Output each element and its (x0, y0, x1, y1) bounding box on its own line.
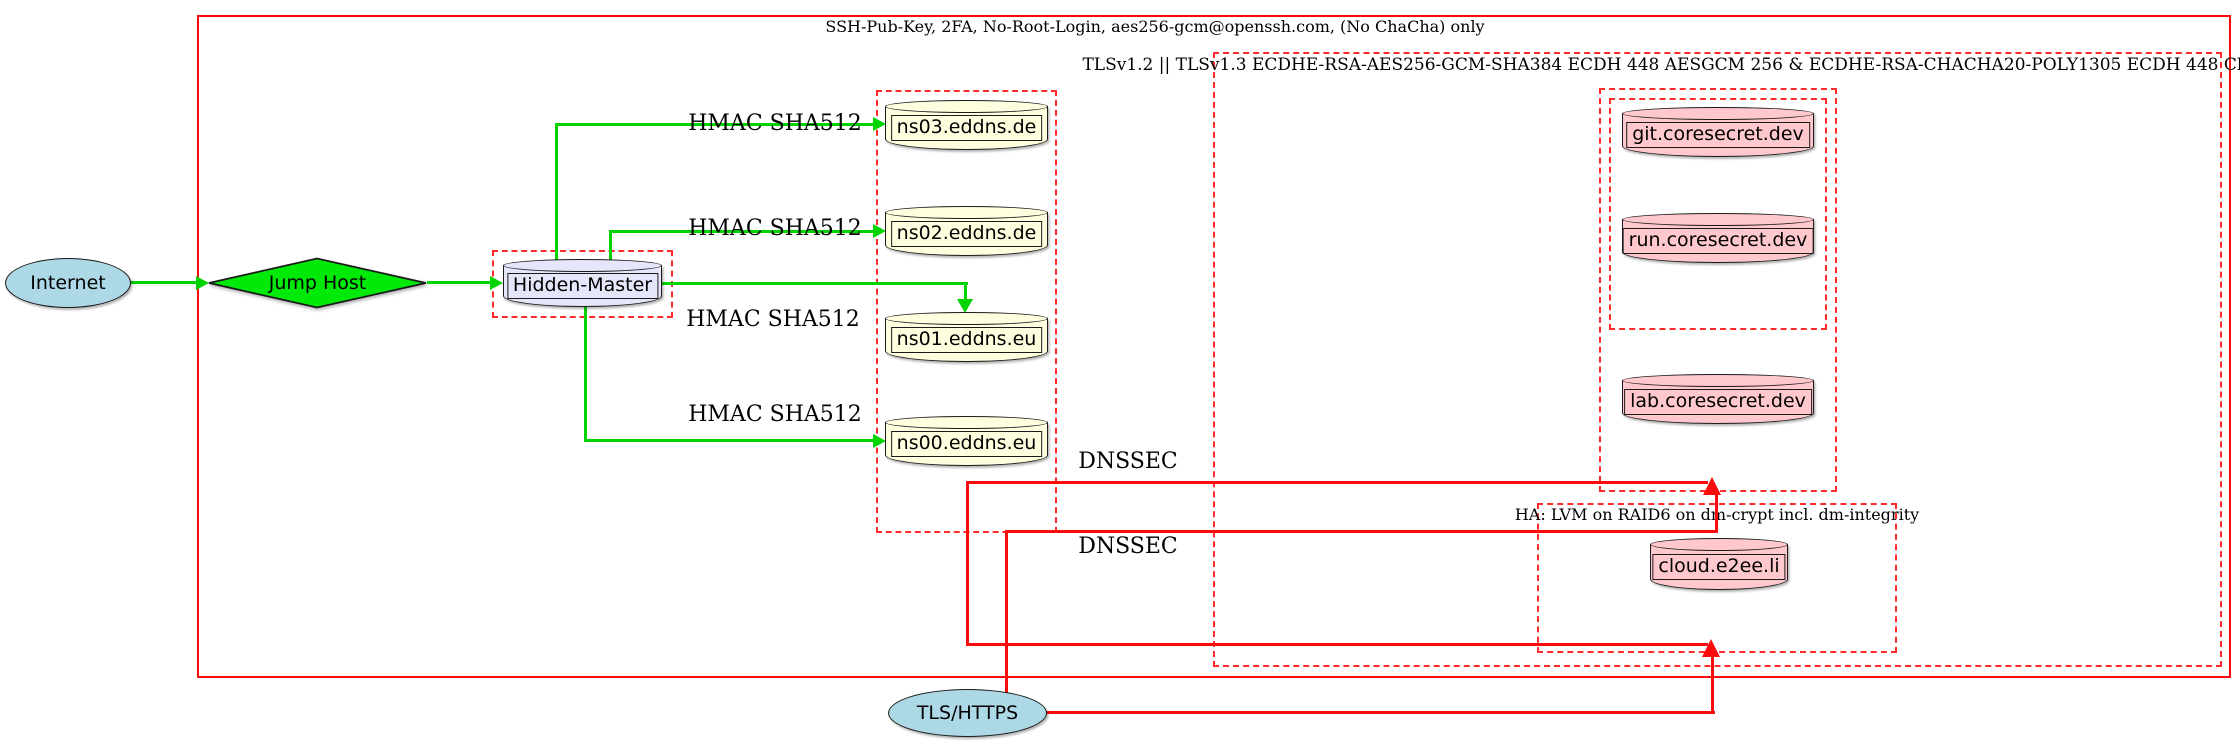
node-ns01: ns01.eddns.eu (885, 312, 1048, 362)
node-hidden-master: Hidden-Master (503, 259, 662, 307)
node-ns03-label: ns03.eddns.de (890, 115, 1043, 141)
edge-jumphost-hiddenmaster (427, 281, 490, 284)
cylinder-top (1622, 213, 1814, 226)
node-cloud-label: cloud.e2ee.li (1652, 554, 1786, 581)
edge-hm-ns01-h (661, 282, 968, 285)
node-git: git.coresecret.dev (1622, 107, 1814, 157)
edge-label-hmac-ns02: HMAC SHA512 (688, 216, 862, 241)
edge-label-dnssec-2: DNSSEC (1078, 534, 1178, 559)
arrowhead-jumphost (196, 276, 209, 290)
edge-dnssec1-h (966, 481, 1708, 484)
tls-cluster-box (1213, 52, 2222, 667)
cylinder-top (1650, 538, 1788, 551)
node-internet: Internet (5, 258, 131, 308)
node-hidden-master-label: Hidden-Master (506, 272, 659, 299)
cylinder-body (885, 212, 1048, 256)
ssh-cluster-label: SSH-Pub-Key, 2FA, No-Root-Login, aes256-… (825, 17, 1485, 36)
cylinder-body (1622, 380, 1814, 424)
arrowhead-hiddenmaster (490, 276, 503, 290)
tls-cluster-label: TLSv1.2 || TLSv1.3 ECDHE-RSA-AES256-GCM-… (1082, 55, 2240, 75)
node-ns02-label: ns02.eddns.de (890, 221, 1043, 247)
edge-tls-ha-h (1040, 711, 1715, 714)
edge-tls-coresecret-v2 (1715, 494, 1718, 532)
edge-internet-jumphost (131, 281, 196, 284)
arrowhead-ns01 (957, 299, 973, 313)
arrowhead-ns02 (873, 224, 886, 238)
cylinder-body (885, 422, 1048, 466)
edge-label-hmac-ns00: HMAC SHA512 (688, 402, 862, 427)
jump-host-diamond-shape (208, 257, 427, 309)
node-tls-https: TLS/HTTPS (888, 689, 1047, 737)
coresecret-inner-box (1609, 98, 1827, 330)
edge-hm-ns03-v (555, 123, 558, 261)
cylinder-body (1622, 219, 1814, 263)
cylinder-top (1622, 374, 1814, 387)
edge-dnssec-v (966, 481, 969, 646)
node-ns01-label: ns01.eddns.eu (890, 327, 1043, 353)
cylinder-top (885, 312, 1048, 325)
node-ns02: ns02.eddns.de (885, 206, 1048, 256)
cylinder-body (1622, 113, 1814, 157)
node-run-label: run.coresecret.dev (1622, 228, 1814, 254)
cylinder-top (1622, 107, 1814, 120)
cylinder-body (885, 106, 1048, 150)
cylinder-body (503, 265, 662, 307)
cylinder-top (885, 100, 1048, 113)
cylinder-body (1650, 544, 1788, 590)
edge-tls-coresecret-h (1005, 530, 1718, 533)
edge-label-hmac-ns01: HMAC SHA512 (686, 307, 860, 332)
node-git-label: git.coresecret.dev (1626, 122, 1810, 148)
edge-hm-ns00-h (584, 439, 873, 442)
node-cloud: cloud.e2ee.li (1650, 538, 1788, 590)
node-ns00-label: ns00.eddns.eu (890, 431, 1043, 457)
node-tls-https-label: TLS/HTTPS (916, 702, 1019, 724)
arrowhead-ha-cluster (1702, 639, 1720, 657)
node-internet-label: Internet (30, 272, 106, 294)
edge-hm-ns03-h (555, 123, 873, 126)
edge-label-dnssec-1: DNSSEC (1078, 449, 1178, 474)
edge-label-hmac-ns03: HMAC SHA512 (688, 111, 862, 136)
node-lab: lab.coresecret.dev (1622, 374, 1814, 424)
edge-tls-coresecret-v1 (1005, 530, 1008, 693)
node-ns00: ns00.eddns.eu (885, 416, 1048, 466)
arrowhead-ns00 (873, 434, 886, 448)
edge-dnssec2-h (966, 643, 1708, 646)
node-run: run.coresecret.dev (1622, 213, 1814, 263)
cylinder-top (885, 206, 1048, 219)
node-jump-host-label: Jump Host (268, 272, 367, 294)
arrowhead-coresecret-cluster (1703, 477, 1721, 495)
edge-hm-ns00-v (584, 305, 587, 442)
cylinder-top (503, 259, 662, 272)
edge-tls-ha-v (1711, 655, 1714, 713)
arrowhead-ns03 (873, 117, 886, 131)
node-lab-label: lab.coresecret.dev (1624, 389, 1812, 415)
node-ns03: ns03.eddns.de (885, 100, 1048, 150)
node-jump-host: Jump Host (208, 257, 427, 309)
edge-hm-ns01-v (964, 282, 967, 300)
cylinder-top (885, 416, 1048, 429)
ssh-cluster-box (197, 15, 2231, 678)
edge-hm-ns02-h (609, 230, 873, 233)
cylinder-body (885, 318, 1048, 362)
edge-hm-ns02-v (609, 230, 612, 262)
